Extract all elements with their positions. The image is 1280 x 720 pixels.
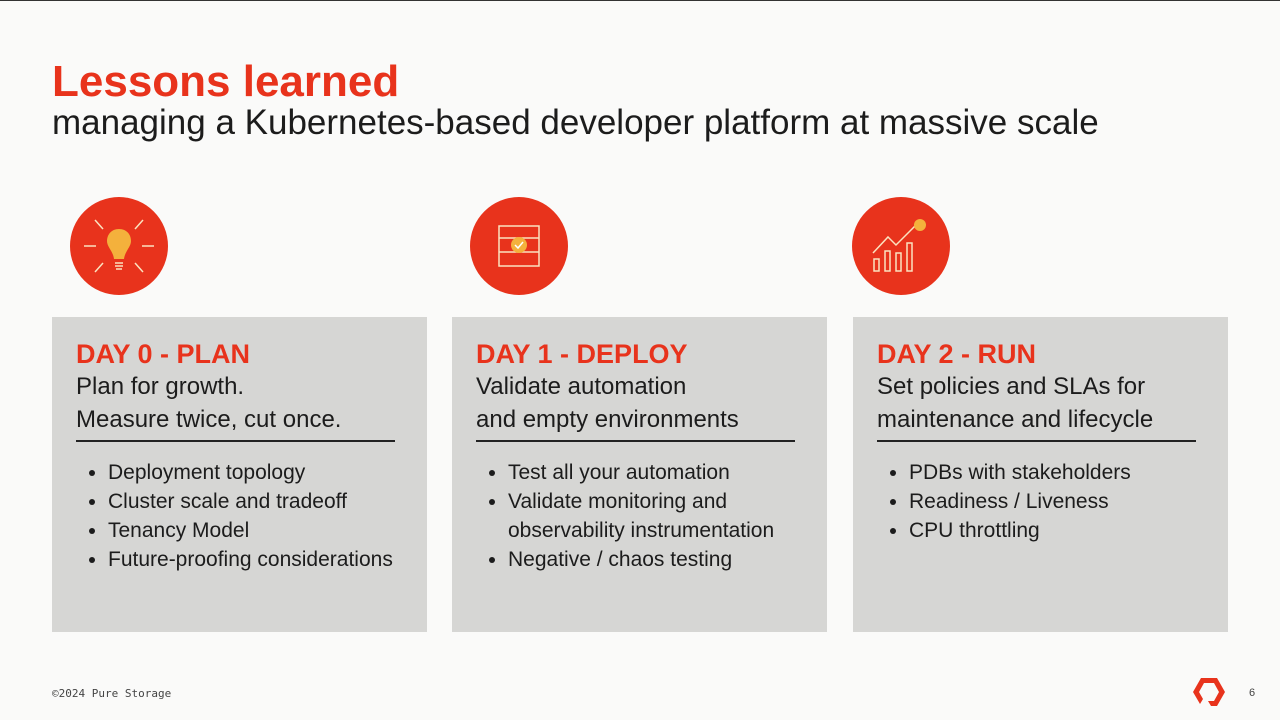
list-item: PDBs with stakeholders (909, 458, 1204, 487)
card-day0-plan: DAY 0 - PLAN Plan for growth.Measure twi… (52, 317, 427, 632)
card-heading: DAY 0 - PLAN (76, 339, 251, 369)
list-item: Validate monitoring and observability in… (508, 487, 803, 545)
checklist-icon (470, 197, 568, 295)
page-number: 6 (1249, 687, 1256, 699)
growth-chart-icon (852, 197, 950, 295)
pure-storage-logo-icon (1192, 677, 1226, 712)
list-item: Negative / chaos testing (508, 545, 803, 574)
copyright: ©2024 Pure Storage (52, 687, 172, 700)
list-item: CPU throttling (909, 516, 1204, 545)
card-heading: DAY 1 - DEPLOY (476, 339, 688, 369)
list-item: Cluster scale and tradeoff (108, 487, 403, 516)
list-item: Deployment topology (108, 458, 403, 487)
lightbulb-icon (70, 197, 168, 295)
slide-title: Lessons learned (52, 57, 400, 106)
list-item: Test all your automation (508, 458, 803, 487)
card-heading: DAY 2 - RUN (877, 339, 1037, 369)
list-item: Future-proofing considerations (108, 545, 403, 574)
slide-subtitle: managing a Kubernetes-based developer pl… (52, 103, 1099, 142)
list-item: Tenancy Model (108, 516, 403, 545)
list-item: Readiness / Liveness (909, 487, 1204, 516)
card-lead: Plan for growth.Measure twice, cut once. (76, 370, 395, 442)
